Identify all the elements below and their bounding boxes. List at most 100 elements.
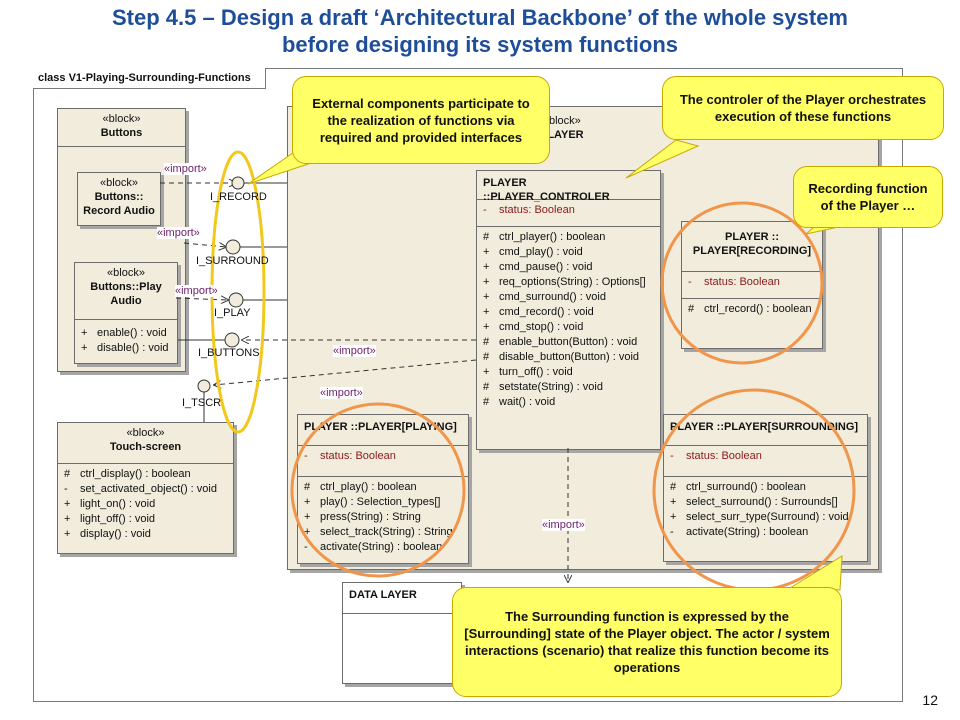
operation-row: #enable_button(Button) : void [483, 336, 638, 348]
record-audio-block[interactable]: «block» Buttons:: Record Audio [77, 172, 161, 226]
import-label: «import» [333, 345, 376, 357]
recording-block[interactable]: PLAYER :: PLAYER[RECORDING] -status: Boo… [681, 221, 823, 349]
interface-label: I_PLAY [214, 307, 251, 319]
touch-screen-operations: #ctrl_display() : boolean -set_activated… [58, 463, 233, 545]
surrounding-attributes: -status: Boolean [664, 445, 867, 476]
operation-row: +enable() : void [81, 327, 167, 339]
player-stereotype: «block» [542, 115, 581, 127]
slide-title-line2: before designing its system functions [281, 32, 679, 57]
operation-row: +cmd_play() : void [483, 246, 583, 258]
buttons-name: Buttons [100, 127, 143, 139]
surrounding-highlight-ring [652, 388, 856, 592]
operation-row: +display() : void [64, 528, 151, 540]
controler-operations: #ctrl_player() : boolean +cmd_play() : v… [477, 226, 660, 413]
surrounding-operations: #ctrl_surround() : boolean +select_surro… [664, 476, 867, 543]
operation-row: -activate(String) : boolean [670, 526, 809, 538]
controler-block[interactable]: PLAYER ::PLAYER_CONTROLER -status: Boole… [476, 170, 661, 450]
operation-row: +press(String) : String [304, 511, 421, 523]
operation-row: +light_off() : void [64, 513, 156, 525]
operation-row: #ctrl_record() : boolean [688, 303, 812, 315]
operation-row: +cmd_pause() : void [483, 261, 593, 273]
interface-label: I_RECORD [210, 191, 267, 203]
surrounding-callout: The Surrounding function is expressed by… [452, 587, 842, 697]
slide-title-line1: Step 4.5 – Design a draft ‘Architectural… [112, 5, 848, 30]
import-label: «import» [542, 519, 585, 531]
play-audio-name-2: Audio [110, 295, 142, 307]
controler-attributes: -status: Boolean [477, 199, 660, 226]
record-audio-name-2: Record Audio [83, 205, 155, 217]
operation-row: +select_track(String) : String [304, 526, 453, 538]
operation-row: #disable_button(Button) : void [483, 351, 640, 363]
import-label: «import» [157, 227, 200, 239]
i-surround-circle [225, 239, 241, 255]
operation-row: +turn_off() : void [483, 366, 573, 378]
page-number: 12 [922, 692, 938, 708]
operation-row: +disable() : void [81, 342, 169, 354]
operation-row: -activate(String) : boolean [304, 541, 443, 553]
operation-row: +select_surr_type(Surround) : void [670, 511, 849, 523]
surrounding-name: PLAYER ::PLAYER[SURROUNDING] [670, 421, 859, 433]
operation-row: #ctrl_surround() : boolean [670, 481, 806, 493]
operation-row: #ctrl_player() : boolean [483, 231, 606, 243]
frame-label: class V1-Playing-Surrounding-Functions [33, 68, 266, 89]
recording-name-2: PLAYER[RECORDING] [692, 245, 812, 257]
touch-screen-stereotype: «block» [126, 427, 165, 439]
interface-label: I_TSCR [182, 397, 222, 409]
operation-row: #setstate(String) : void [483, 381, 603, 393]
import-label: «import» [164, 163, 207, 175]
operation-row: #wait() : void [483, 396, 556, 408]
operation-row: +light_on() : void [64, 498, 156, 510]
attribute-row: -status: Boolean [483, 204, 575, 216]
play-audio-name-1: Buttons::Play [90, 281, 162, 293]
operation-row: +cmd_surround() : void [483, 291, 606, 303]
playing-operations: #ctrl_play() : boolean +play() : Selecti… [298, 476, 468, 558]
attribute-row: -status: Boolean [670, 450, 762, 462]
external-components-callout: External components participate to the r… [292, 76, 550, 164]
recording-callout: Recording function of the Player … [793, 166, 943, 228]
operation-row: +play() : Selection_types[] [304, 496, 441, 508]
surrounding-block[interactable]: PLAYER ::PLAYER[SURROUNDING] -status: Bo… [663, 414, 868, 562]
operation-row: +select_surround() : Surrounds[] [670, 496, 838, 508]
operation-row: #ctrl_play() : boolean [304, 481, 417, 493]
playing-highlight-ring [290, 402, 466, 578]
operation-row: +req_options(String) : Options[] [483, 276, 646, 288]
operation-row: #ctrl_display() : boolean [64, 468, 191, 480]
import-label: «import» [320, 387, 363, 399]
recording-operations: #ctrl_record() : boolean [682, 298, 822, 320]
buttons-stereotype: «block» [102, 113, 141, 125]
controler-callout-tail [625, 139, 700, 179]
i-record-circle [231, 176, 245, 190]
playing-block[interactable]: PLAYER ::PLAYER[PLAYING] -status: Boolea… [297, 414, 469, 564]
interface-label: I_SURROUND [196, 255, 269, 267]
touch-screen-name: Touch-screen [109, 441, 182, 453]
record-audio-stereotype: «block» [100, 177, 138, 189]
data-layer-block[interactable]: DATA LAYER [342, 582, 462, 684]
player-name: PLAYER [540, 129, 584, 141]
recording-attributes: -status: Boolean [682, 271, 822, 298]
recording-name-1: PLAYER :: [725, 231, 779, 243]
surrounding-callout-tail [788, 555, 843, 591]
play-audio-operations: +enable() : void +disable() : void [75, 319, 177, 359]
play-audio-block[interactable]: «block» Buttons::Play Audio +enable() : … [74, 262, 178, 364]
import-play-line [175, 298, 228, 300]
playing-attributes: -status: Boolean [298, 445, 468, 476]
import-tscr-line [214, 359, 477, 385]
operation-row: -set_activated_object() : void [64, 483, 217, 495]
i-play-circle [228, 292, 244, 308]
controler-callout: The controler of the Player orchestrates… [662, 76, 944, 140]
play-audio-stereotype: «block» [107, 267, 145, 279]
i-buttons-circle [224, 332, 240, 348]
data-layer-name: DATA LAYER [343, 583, 461, 614]
slide-title: Step 4.5 – Design a draft ‘Architectural… [0, 4, 960, 58]
import-label: «import» [175, 285, 218, 297]
record-audio-name-1: Buttons:: [94, 191, 144, 203]
operation-row: +cmd_stop() : void [483, 321, 584, 333]
i-tscr-circle [197, 379, 211, 393]
playing-name: PLAYER ::PLAYER[PLAYING] [304, 421, 457, 433]
touch-screen-block[interactable]: «block» Touch-screen #ctrl_display() : b… [57, 422, 234, 554]
attribute-row: -status: Boolean [304, 450, 396, 462]
operation-row: +cmd_record() : void [483, 306, 594, 318]
controler-name: PLAYER ::PLAYER_CONTROLER [483, 177, 610, 203]
attribute-row: -status: Boolean [688, 276, 780, 288]
